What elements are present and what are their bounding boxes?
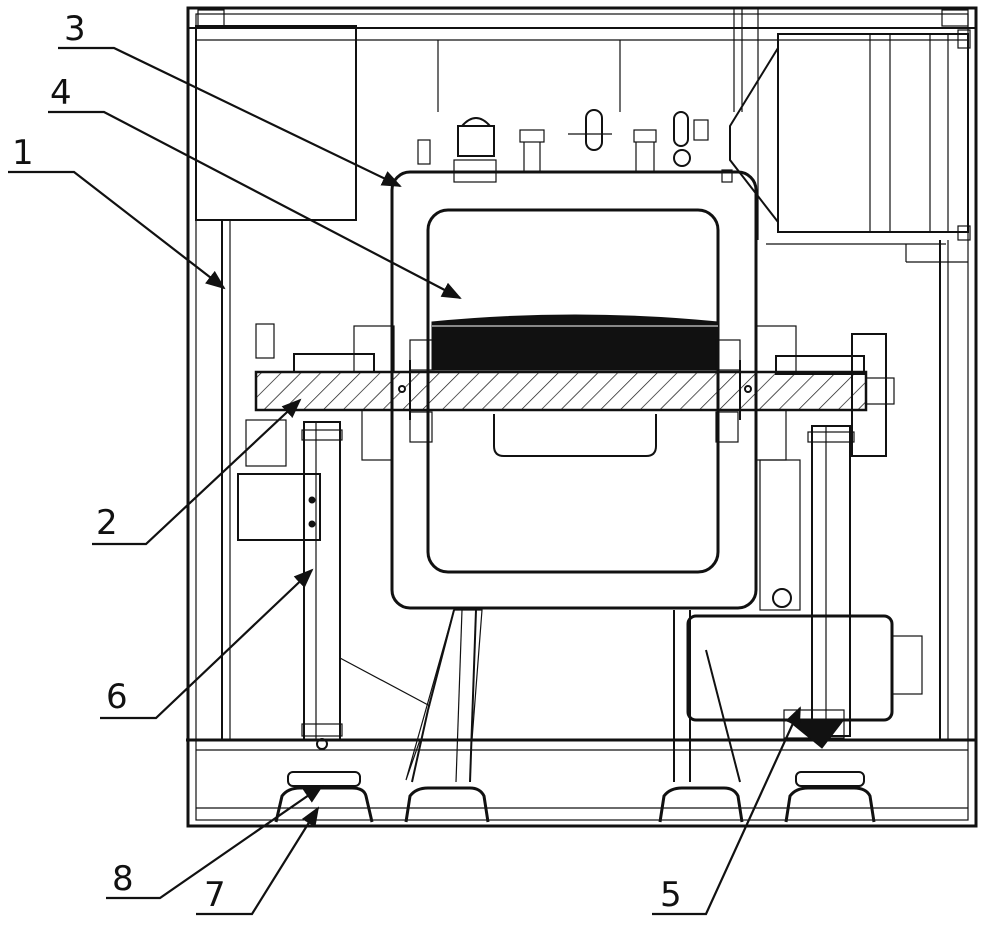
right-support-column	[759, 425, 855, 737]
pedestal	[339, 609, 741, 783]
left-clamp-block	[237, 473, 321, 541]
top-fittings	[417, 109, 733, 183]
callout-1: 1	[12, 133, 34, 173]
leader-lines	[8, 46, 802, 916]
left-support-column	[301, 421, 343, 750]
callout-5: 5	[660, 875, 682, 915]
fin-bank	[409, 314, 741, 443]
callout-8: 8	[112, 859, 134, 899]
callout-3: 3	[64, 9, 86, 49]
cabinet-frame	[186, 6, 978, 828]
callout-6: 6	[106, 677, 128, 717]
drive-motor	[686, 614, 923, 749]
callout-7: 7	[204, 875, 226, 915]
left-bearing	[245, 323, 395, 467]
feed-hopper	[729, 29, 971, 263]
main-shaft	[254, 360, 895, 420]
right-bearing	[755, 325, 887, 461]
callout-4: 4	[50, 73, 72, 113]
control-box	[195, 25, 357, 221]
base-feet	[274, 786, 876, 823]
callout-2: 2	[96, 503, 118, 543]
rubber-pads	[287, 771, 865, 787]
